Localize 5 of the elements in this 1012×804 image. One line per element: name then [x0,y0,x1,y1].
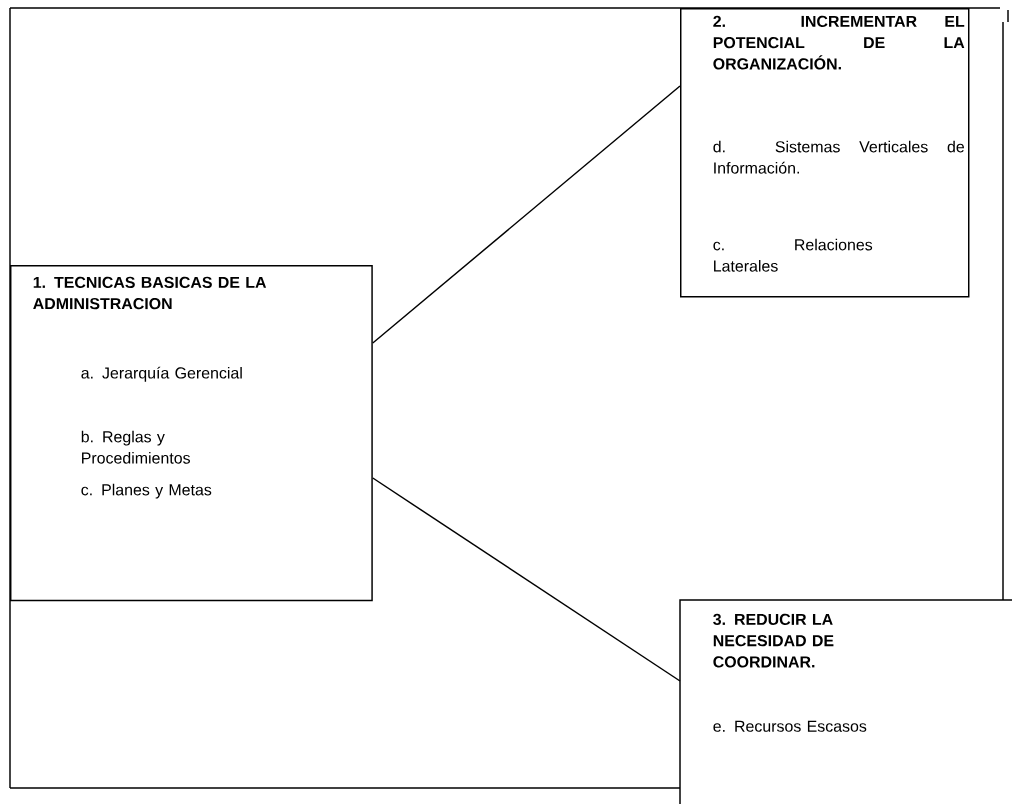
process-box: 2. INCREMENTAR EL POTENCIAL DE LA ORGANIZACIÓN. d. Sistemas Verticales de Información. c. Relaciones Laterales [680,8,970,298]
connector-line [372,477,681,682]
connector-line [372,85,681,344]
process-box: 3. REDUCIR LA NECESIDAD DE COORDINAR. e. Recursos Escasos [679,599,1012,804]
process-box: 1. TECNICAS BASICAS DE LA ADMINISTRACION a. Jerarquía Gerencial b. Reglas y Procedimientos c. Planes y Metas [10,265,373,602]
